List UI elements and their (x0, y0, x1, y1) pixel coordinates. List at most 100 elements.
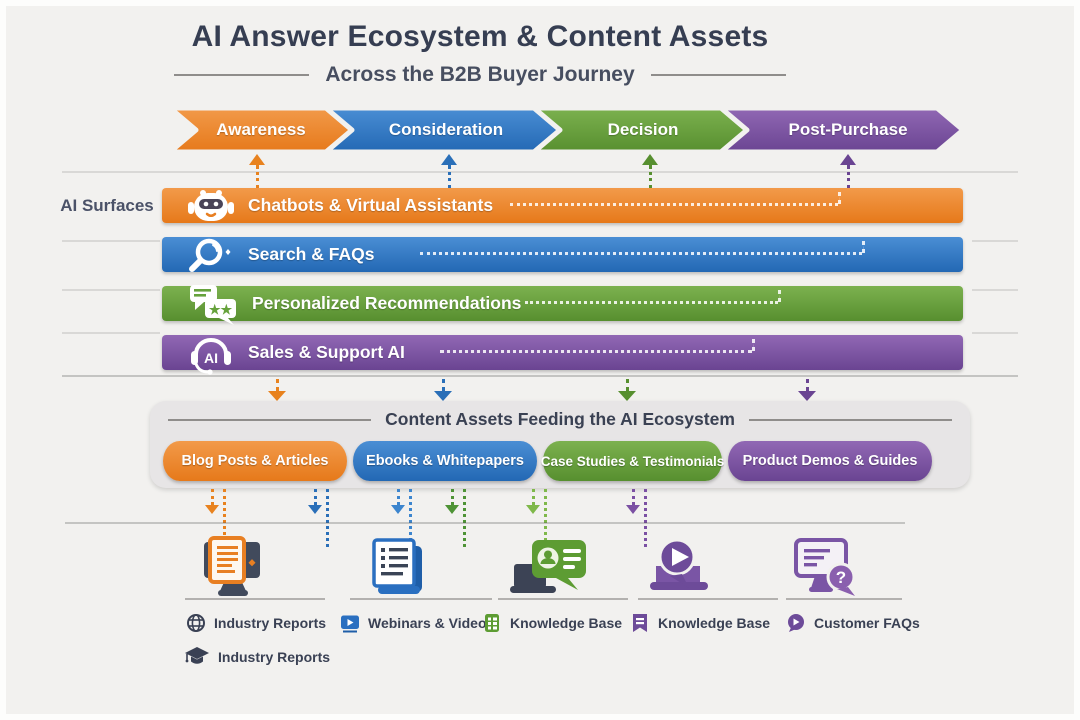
arrow-head-icon (840, 154, 856, 165)
arrow-line (846, 165, 850, 189)
footer-extra-text: Industry Reports (218, 649, 331, 665)
rule-line (62, 289, 160, 291)
svg-text:★★: ★★ (209, 302, 233, 317)
robot-icon (188, 189, 234, 221)
dotted-trace-hook (862, 241, 865, 253)
arrow-line (805, 379, 809, 391)
laptop-video-bubble-icon (650, 538, 708, 590)
surface-bar-search: Search & FAQs (162, 237, 963, 272)
source-label-customer-faqs: Customer FAQs (786, 610, 920, 636)
source-arrow (308, 489, 322, 514)
globe-icon (187, 614, 205, 632)
source-label-text: Knowledge Base (510, 615, 623, 631)
ebook-icon (372, 538, 422, 594)
monitor-document-icon (204, 536, 260, 596)
up-arrow-post-purchase (840, 154, 856, 189)
arrow-line (396, 489, 400, 505)
dotted-trace-hook (778, 290, 781, 302)
buyer-journey-bar: Awareness Consideration Decision Post-Pu… (167, 105, 966, 155)
arrow-line (531, 489, 535, 505)
source-label-webinars: Webinars & Videos (340, 610, 494, 636)
surface-bar-chatbots: Chatbots & Virtual Assistants (162, 188, 963, 223)
source-dotted-line (326, 489, 329, 547)
journey-stage-decision: Decision (607, 120, 679, 139)
content-assets-title-row: Content Assets Feeding the AI Ecosystem (150, 409, 970, 430)
dotted-trace (525, 301, 778, 304)
chat-stars-icon: ★★ (190, 284, 236, 325)
arrow-head-icon (308, 505, 322, 514)
source-underline (350, 598, 492, 600)
dotted-trace-hook (752, 339, 755, 351)
bookmark-icon (633, 614, 647, 632)
source-label-text: Webinars & Videos (368, 615, 495, 631)
arrow-line (631, 489, 635, 505)
page-subtitle: Across the B2B Buyer Journey (325, 63, 635, 86)
rule-line (62, 375, 1018, 377)
arrow-head-icon (626, 505, 640, 514)
content-assets-title: Content Assets Feeding the AI Ecosystem (385, 409, 735, 429)
chat-play-icon (788, 614, 804, 632)
source-arrow (205, 489, 219, 514)
rule-line (62, 171, 1018, 173)
graduation-cap-icon (185, 647, 209, 664)
arrow-line (255, 165, 259, 189)
page-title: AI Answer Ecosystem & Content Assets (191, 20, 769, 53)
journey-stage-awareness: Awareness (216, 120, 306, 139)
source-arrow (626, 489, 640, 514)
pill-ebooks: Ebooks & Whitepapers (353, 441, 537, 481)
rule-line (972, 332, 1018, 334)
pill-case-studies: Case Studies & Testimonials (541, 441, 724, 481)
arrow-line (450, 489, 454, 505)
up-arrow-decision (642, 154, 658, 189)
surface-bar-label: Chatbots & Virtual Assistants (248, 195, 494, 215)
surface-bar-label: Sales & Support AI (248, 342, 405, 362)
arrow-head-icon (434, 391, 452, 401)
source-arrow (445, 489, 459, 514)
surface-bar-sales-support: AI Sales & Support AI (162, 335, 963, 375)
arrow-head-icon (391, 505, 405, 514)
journey-stage-consideration: Consideration (388, 120, 504, 139)
arrow-line (625, 379, 629, 391)
down-arrow-blue (434, 379, 452, 401)
dotted-trace (420, 252, 862, 255)
video-play-icon (341, 615, 359, 633)
ai-surfaces-section-label: AI Surfaces (60, 196, 154, 215)
dotted-trace-hook (838, 192, 841, 204)
source-dotted-line (409, 489, 412, 547)
magnifier-icon (189, 238, 231, 272)
rule-line (62, 240, 160, 242)
source-dotted-line (544, 489, 547, 547)
headset-ai-icon: AI (191, 337, 231, 375)
source-label-text: Knowledge Base (658, 615, 771, 631)
footer-extra-industry-reports: Industry Reports (184, 644, 330, 670)
source-underline (498, 598, 628, 600)
rule-line (972, 289, 1018, 291)
source-dotted-line (223, 489, 226, 547)
monitor-question-icon: ? (794, 538, 856, 596)
assets-title-left-dash (168, 418, 372, 421)
arrow-head-icon (798, 391, 816, 401)
up-arrow-awareness (249, 154, 265, 189)
arrow-line (313, 489, 317, 505)
arrow-head-icon (268, 391, 286, 401)
source-dotted-line (644, 489, 647, 547)
arrow-head-icon (526, 505, 540, 514)
sources-divider-line (65, 522, 905, 524)
arrow-head-icon (618, 391, 636, 401)
journey-stage-post-purchase: Post-Purchase (788, 120, 908, 139)
arrow-line (447, 165, 451, 189)
arrow-line (441, 379, 445, 391)
rule-line (972, 240, 1018, 242)
surface-bar-label: Search & FAQs (248, 244, 375, 264)
surface-bar-label: Personalized Recommendations (252, 293, 522, 313)
down-arrow-green (618, 379, 636, 401)
svg-text:AI: AI (204, 350, 218, 366)
arrow-head-icon (249, 154, 265, 165)
source-underline (786, 598, 902, 600)
source-arrow (526, 489, 540, 514)
subtitle-row: Across the B2B Buyer Journey (0, 63, 960, 87)
list-icon (485, 614, 499, 632)
source-label-knowledge-base-green: Knowledge Base (482, 610, 622, 636)
source-arrow (391, 489, 405, 514)
